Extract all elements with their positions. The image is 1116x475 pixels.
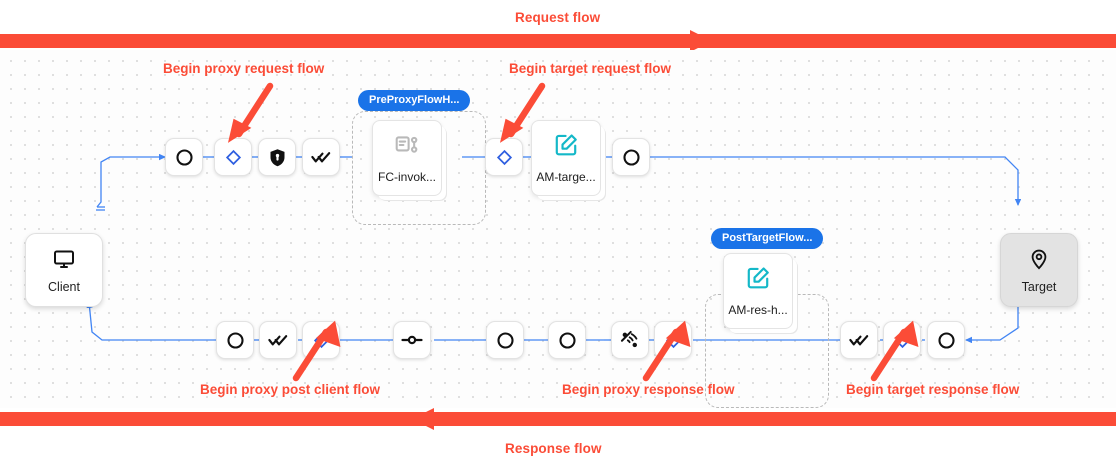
signal-icon	[619, 329, 641, 351]
annotation-begin-target-request-flow: Begin target request flow	[509, 61, 672, 76]
request-step-shield-lock[interactable]	[258, 138, 296, 176]
circle-icon	[495, 330, 516, 351]
response-step-signal[interactable]	[611, 321, 649, 359]
policy-label: AM-targe...	[536, 170, 596, 184]
policy-fc-invoke[interactable]: FC-invok...	[372, 120, 442, 196]
policy-label: AM-res-h...	[728, 303, 788, 317]
policy-am-target[interactable]: AM-targe...	[531, 120, 601, 196]
response-step-circle-2[interactable]	[486, 321, 524, 359]
request-flow-bar-body	[0, 34, 1116, 48]
assign-message-icon	[553, 132, 579, 163]
request-flow-arrowhead	[690, 30, 712, 52]
route-point-icon	[400, 328, 424, 352]
request-flow-label: Request flow	[515, 10, 601, 25]
request-step-diamond-1[interactable]	[214, 138, 252, 176]
annotation-begin-target-response-flow: Begin target response flow	[846, 382, 1020, 397]
badge-preproxyflowhook[interactable]: PreProxyFlowH...	[358, 90, 471, 111]
circle-icon	[225, 330, 246, 351]
response-step-circle-4[interactable]	[927, 321, 965, 359]
request-step-circle-1[interactable]	[165, 138, 203, 176]
response-step-circle-1[interactable]	[216, 321, 254, 359]
client-label: Client	[48, 279, 80, 294]
response-flow-bar-body	[0, 412, 1116, 426]
circle-icon	[936, 330, 957, 351]
response-step-double-check-1[interactable]	[259, 321, 297, 359]
double-check-icon	[267, 329, 290, 352]
annotation-begin-proxy-response-flow: Begin proxy response flow	[562, 382, 735, 397]
circle-icon	[621, 147, 642, 168]
diamond-icon	[495, 148, 514, 167]
flow-canvas[interactable]: Client Target	[0, 50, 1116, 408]
annotation-arrow-target-request	[499, 82, 546, 143]
request-flow-bar	[0, 30, 1116, 52]
badge-posttargetflowhook[interactable]: PostTargetFlow...	[711, 228, 824, 249]
circle-icon	[557, 330, 578, 351]
response-step-circle-3[interactable]	[548, 321, 586, 359]
edge-layer	[86, 153, 1022, 344]
annotation-begin-proxy-post-client-flow: Begin proxy post client flow	[200, 382, 381, 397]
response-flow-label: Response flow	[505, 441, 602, 456]
response-flow-bar	[0, 408, 1116, 430]
client-node[interactable]: Client	[25, 233, 103, 307]
response-flow-arrowhead	[412, 408, 434, 430]
annotation-begin-proxy-request-flow: Begin proxy request flow	[163, 61, 325, 76]
request-step-double-check-1[interactable]	[302, 138, 340, 176]
annotation-arrow-proxy-response	[642, 320, 691, 382]
double-check-icon	[848, 329, 871, 352]
circle-icon	[174, 147, 195, 168]
target-node[interactable]: Target	[1000, 233, 1078, 307]
annotation-arrow-post-client	[292, 320, 341, 382]
annotation-arrow-target-response	[870, 320, 919, 382]
response-step-double-check-2[interactable]	[840, 321, 878, 359]
monitor-icon	[52, 247, 76, 276]
double-check-icon	[310, 146, 333, 169]
target-label: Target	[1021, 279, 1057, 294]
flow-callout-icon	[394, 132, 420, 163]
policy-am-res-hook[interactable]: AM-res-h...	[723, 253, 793, 329]
request-step-circle-2[interactable]	[612, 138, 650, 176]
annotation-arrow-proxy-request	[227, 82, 274, 143]
policy-label: FC-invok...	[377, 170, 436, 184]
location-pin-icon	[1028, 247, 1050, 276]
response-step-route-point[interactable]	[393, 321, 431, 359]
shield-lock-icon	[267, 147, 288, 168]
assign-message-icon	[745, 265, 771, 296]
diamond-icon	[224, 148, 243, 167]
